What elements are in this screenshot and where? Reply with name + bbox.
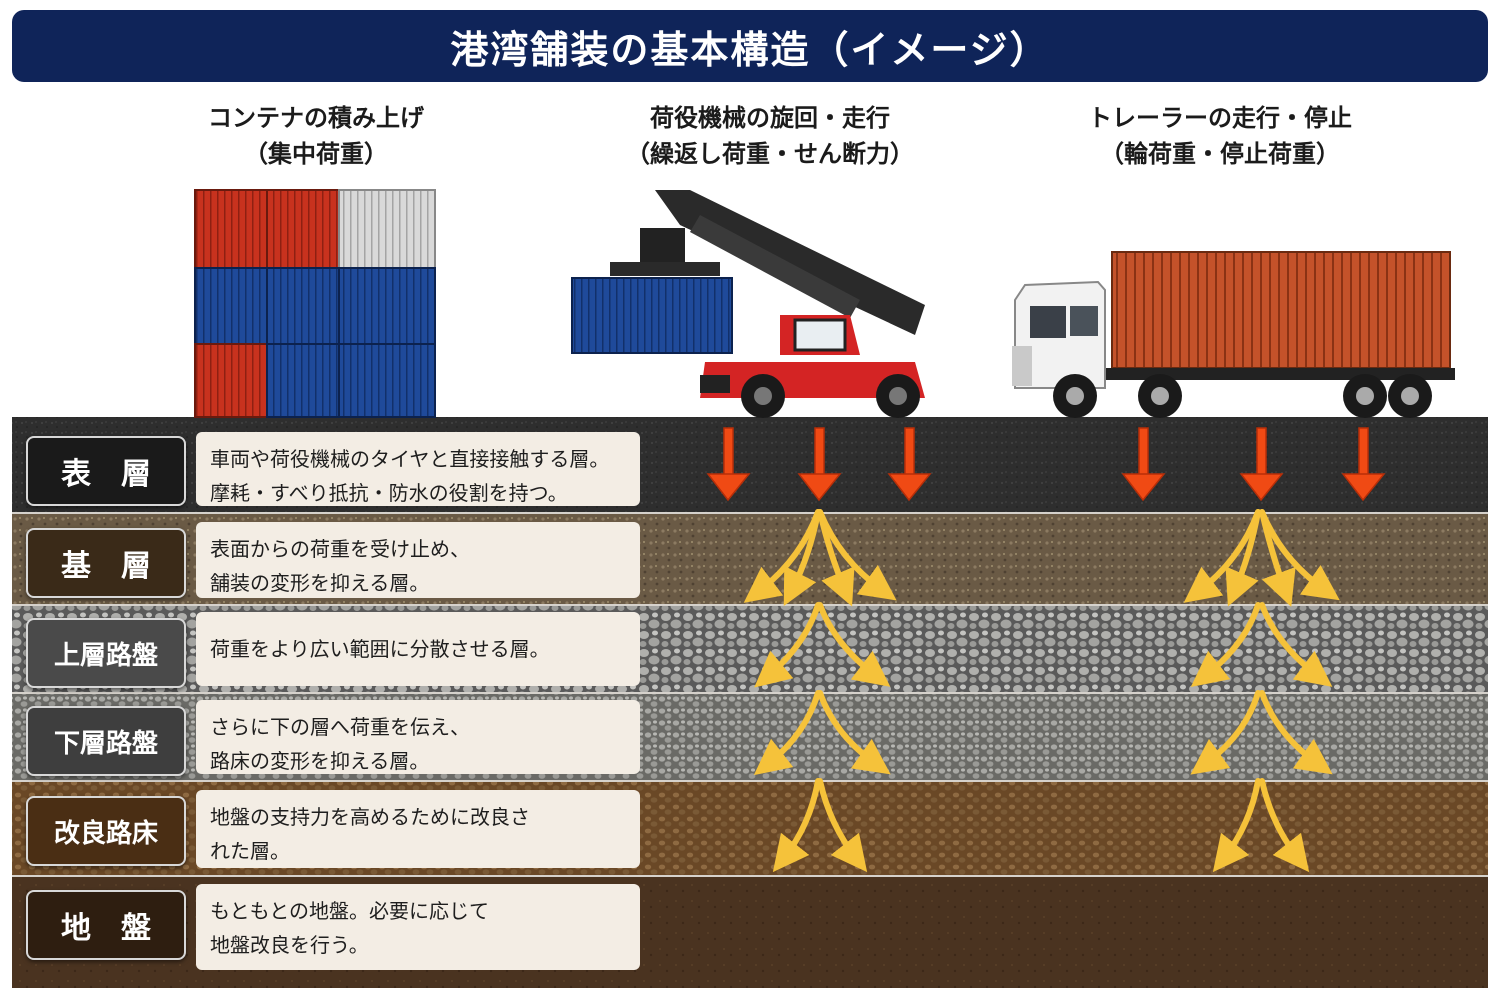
load-label-container-stacking: コンテナの積み上げ （集中荷重） — [96, 100, 536, 172]
layer-desc-line1: 車両や荷役機械のタイヤと直接接触する層。 — [210, 447, 610, 471]
layer-label-text: 改良路床 — [53, 818, 158, 849]
container-blue — [266, 343, 340, 418]
layer-label-surface: 表 層 — [26, 436, 186, 506]
layer-label-binder: 基 層 — [26, 528, 186, 598]
spread-arrow — [1190, 602, 1261, 688]
spread-arrow — [1212, 778, 1261, 873]
page-title: 港湾舗装の基本構造（イメージ） — [450, 27, 1050, 72]
layer-description-upper-base: 荷重をより広い範囲に分散させる層。 — [196, 612, 640, 686]
container-white — [338, 189, 436, 269]
layer-desc-line2: 舗装の変形を抑える層。 — [210, 571, 430, 595]
container-red — [194, 189, 268, 269]
load-label-cargo-handling: 荷役機械の旋回・走行 （繰返し荷重・せん断力） — [550, 100, 990, 172]
load-label-line2: （輪荷重・停止荷重） — [1100, 140, 1340, 168]
layer-label-text: 下層路盤 — [53, 728, 158, 759]
layer-desc-line1: 地盤の支持力を高めるために改良さ — [210, 805, 530, 829]
load-arrow — [887, 427, 932, 502]
layer-description-ground: もともとの地盤。必要に応じて 地盤改良を行う。 — [196, 884, 640, 970]
layer-desc-line1: もともとの地盤。必要に応じて — [210, 899, 489, 923]
container-blue — [194, 267, 268, 345]
load-arrow — [1341, 427, 1386, 502]
load-label-line1: トレーラーの走行・停止 — [1088, 104, 1352, 132]
layer-label-text: 地 盤 — [61, 911, 151, 946]
layer-label-text: 表 層 — [61, 457, 151, 492]
spread-arrow — [1259, 602, 1333, 687]
layer-label-text: 基 層 — [61, 549, 151, 584]
load-arrow — [706, 427, 751, 502]
layer-label-text: 上層路盤 — [53, 640, 158, 671]
layer-desc-line2: 地盤改良を行う。 — [210, 933, 369, 957]
container-red — [194, 343, 268, 418]
layer-desc-line1: さらに下の層へ荷重を伝え、 — [210, 715, 470, 739]
load-arrows — [706, 427, 1386, 502]
load-arrow — [1239, 427, 1284, 502]
load-label-line2: （集中荷重） — [244, 140, 388, 168]
trailer-truck — [1012, 251, 1455, 418]
spread-arrow — [783, 509, 821, 607]
container-red — [266, 189, 340, 269]
container-stack — [194, 189, 436, 418]
spread-arrow — [772, 778, 821, 873]
lifted-container — [571, 277, 733, 354]
spread-arrow — [1259, 509, 1340, 601]
layer-description-binder: 表面からの荷重を受け止め、 舗装の変形を抑える層。 — [196, 522, 640, 598]
spread-arrow — [1259, 778, 1310, 873]
layer-label-lower-base: 下層路盤 — [26, 706, 186, 776]
layer-label-ground: 地 盤 — [26, 890, 186, 960]
load-arrow — [797, 427, 842, 502]
spread-arrows-right — [1183, 509, 1340, 873]
load-label-trailer: トレーラーの走行・停止 （輪荷重・停止荷重） — [1000, 100, 1440, 172]
layer-description-lower-base: さらに下の層へ荷重を伝え、 路床の変形を抑える層。 — [196, 700, 640, 774]
load-label-line2: （繰返し荷重・せん断力） — [626, 140, 914, 168]
layer-desc-line1: 表面からの荷重を受け止め、 — [210, 537, 470, 561]
spread-arrow — [817, 602, 891, 687]
spread-arrow — [1225, 509, 1261, 607]
layer-desc-line2: れた層。 — [210, 839, 290, 863]
container-blue — [338, 343, 436, 418]
layer-desc-line1: 荷重をより広い範囲に分散させる層。 — [210, 637, 550, 661]
spread-arrow — [817, 778, 868, 873]
load-label-line1: コンテナの積み上げ — [208, 104, 424, 132]
spread-arrow — [1259, 690, 1333, 775]
spread-arrow — [817, 690, 891, 775]
container-blue — [266, 267, 340, 345]
trailer-container — [1111, 251, 1451, 369]
layer-description-surface: 車両や荷役機械のタイヤと直接接触する層。 摩耗・すべり抵抗・防水の役割を持つ。 — [196, 432, 640, 506]
layer-desc-line2: 摩耗・すべり抵抗・防水の役割を持つ。 — [210, 481, 568, 505]
layer-description-improved-subgrade: 地盤の支持力を高めるために改良さ れた層。 — [196, 790, 640, 868]
load-arrow — [1121, 427, 1166, 502]
spread-arrow — [753, 690, 821, 776]
spread-arrow — [754, 602, 821, 688]
load-label-line1: 荷役機械の旋回・走行 — [650, 104, 890, 132]
spread-arrow — [1190, 690, 1261, 775]
layer-label-upper-base: 上層路盤 — [26, 618, 186, 688]
layer-desc-line2: 路床の変形を抑える層。 — [210, 749, 430, 773]
reach-stacker — [571, 190, 925, 418]
title-banner: 港湾舗装の基本構造（イメージ） — [12, 10, 1488, 82]
layer-label-improved-subgrade: 改良路床 — [26, 796, 186, 866]
container-blue — [338, 267, 436, 345]
spread-arrow — [817, 509, 897, 601]
spread-arrows-left — [743, 509, 897, 873]
